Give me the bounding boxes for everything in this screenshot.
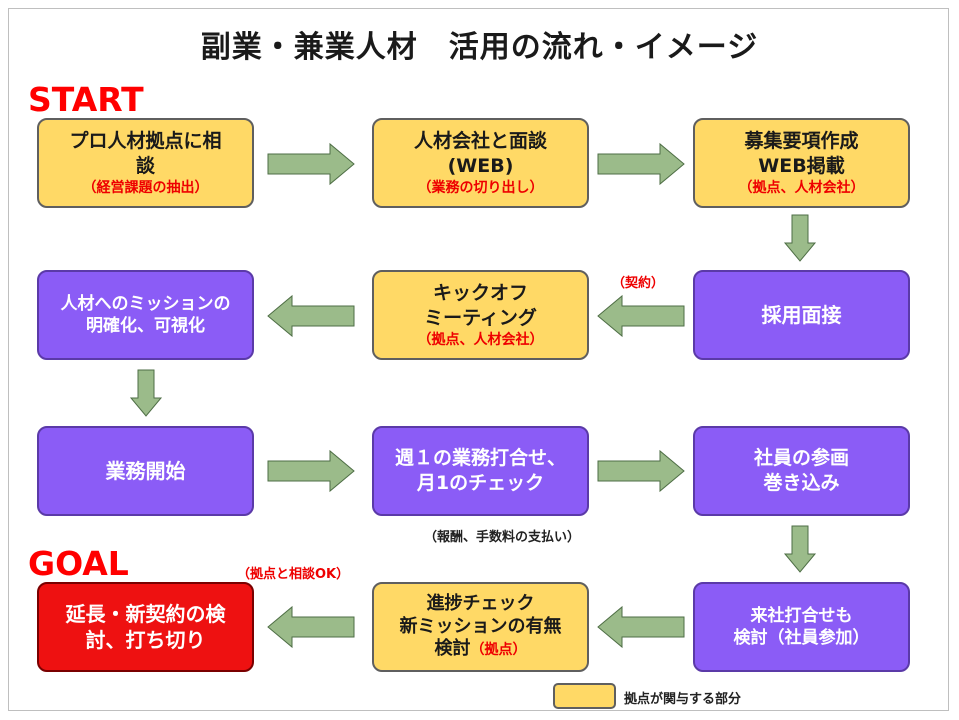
box-consult-line1: プロ人材拠点に相 (69, 130, 222, 153)
box-weekly-meeting: 週１の業務打合せ、 月1のチェック (372, 426, 589, 516)
box-mission-line2: 明確化、可視化 (86, 316, 205, 336)
box-hiring-interview-line1: 採用面接 (761, 303, 842, 327)
box-work-start-line1: 業務開始 (105, 459, 186, 483)
legend-swatch (553, 683, 616, 709)
arrow-left-4 (267, 605, 355, 649)
arrow-right-2 (597, 142, 685, 186)
box-interview-agency-sub: （業務の切り出し） (417, 179, 544, 196)
arrow-left-2 (267, 294, 355, 338)
box-staff-involve: 社員の参画 巻き込み (693, 426, 910, 516)
box-weekly-meeting-line2: 月1のチェック (416, 472, 545, 494)
arrow-right-3 (267, 449, 355, 493)
box-progress-line1: 進捗チェック (426, 593, 535, 615)
box-staff-involve-line2: 巻き込み (763, 472, 840, 494)
box-job-posting-line1: 募集要項作成 (744, 130, 859, 153)
box-kickoff-line2: ミーティング (424, 306, 537, 329)
box-interview-agency-line2: (WEB) (447, 154, 514, 177)
arrow-left-3 (597, 605, 685, 649)
arrow-down-3 (783, 525, 817, 573)
box-job-posting: 募集要項作成 WEB掲載 （拠点、人材会社） (693, 118, 910, 208)
start-label: START (28, 80, 144, 119)
box-progress-line3: 検討 (434, 638, 471, 660)
box-progress: 進捗チェック 新ミッションの有無 検討（拠点） (372, 582, 589, 672)
note-payment: （報酬、手数料の支払い） (424, 530, 581, 545)
slide-frame (8, 8, 949, 711)
box-interview-agency: 人材会社と面談 (WEB) （業務の切り出し） (372, 118, 589, 208)
arrow-right-4 (597, 449, 685, 493)
note-consult-ok: （拠点と相談OK） (237, 567, 350, 582)
box-visit-meeting: 来社打合せも 検討（社員参加） (693, 582, 910, 672)
box-consult-sub: （経営課題の抽出） (82, 179, 209, 196)
box-consult-line2: 談 (135, 154, 155, 177)
arrow-down-2 (129, 369, 163, 417)
box-job-posting-sub: （拠点、人材会社） (738, 179, 865, 196)
page-title: 副業・兼業人材 活用の流れ・イメージ (200, 30, 759, 65)
box-kickoff-line1: キックオフ (432, 282, 528, 305)
legend-label: 拠点が関与する部分 (624, 692, 742, 707)
note-contract: （契約） (612, 276, 665, 291)
box-extend-line1: 延長・新契約の検 (65, 602, 226, 626)
box-kickoff: キックオフ ミーティング （拠点、人材会社） (372, 270, 589, 360)
box-weekly-meeting-line1: 週１の業務打合せ、 (394, 447, 566, 470)
box-hiring-interview: 採用面接 (693, 270, 910, 360)
box-extend: 延長・新契約の検 討、打ち切り (37, 582, 254, 672)
box-mission: 人材へのミッションの 明確化、可視化 (37, 270, 254, 360)
box-staff-involve-line1: 社員の参画 (753, 447, 849, 470)
box-consult: プロ人材拠点に相 談 （経営課題の抽出） (37, 118, 254, 208)
box-job-posting-line2: WEB掲載 (758, 154, 845, 177)
box-extend-line2: 討、打ち切り (85, 628, 206, 652)
box-mission-line1: 人材へのミッションの (60, 293, 231, 314)
goal-label: GOAL (28, 544, 129, 583)
arrow-down-1 (783, 214, 817, 262)
arrow-left-1 (597, 294, 685, 338)
box-kickoff-sub: （拠点、人材会社） (417, 331, 544, 348)
box-progress-line3-wrap: 検討（拠点） (435, 638, 527, 661)
box-work-start: 業務開始 (37, 426, 254, 516)
arrow-right-1 (267, 142, 355, 186)
box-interview-agency-line1: 人材会社と面談 (413, 130, 547, 153)
box-visit-meeting-line1: 来社打合せも (750, 605, 853, 626)
box-progress-line2: 新ミッションの有無 (399, 615, 562, 637)
box-visit-meeting-line2: 検討（社員参加） (733, 628, 870, 648)
box-progress-sub: （拠点） (470, 642, 527, 659)
